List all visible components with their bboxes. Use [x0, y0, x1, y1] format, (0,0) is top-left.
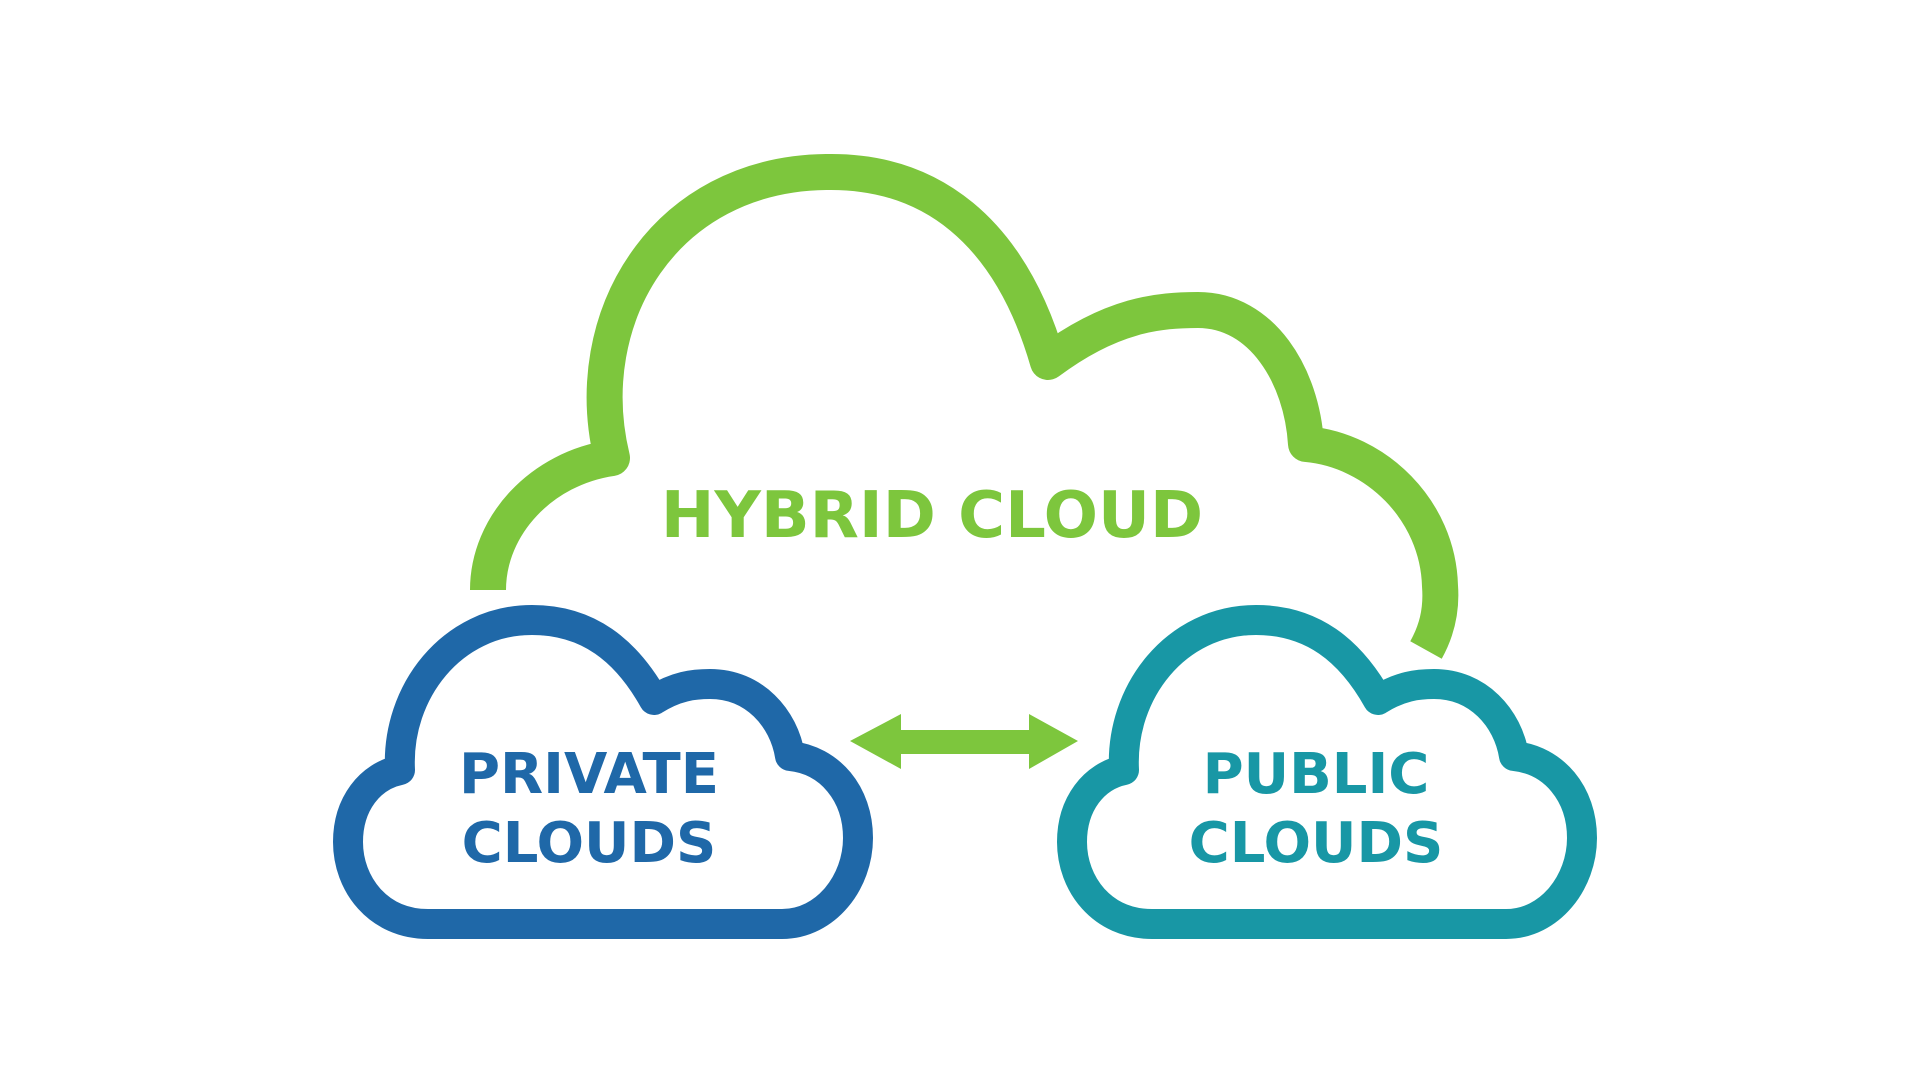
public-clouds-label-line1: PUBLIC — [1203, 742, 1430, 807]
double-arrow-icon — [850, 714, 1078, 769]
hybrid-cloud-outline — [470, 153, 1459, 659]
private-clouds-label-line2: CLOUDS — [462, 811, 717, 876]
private-cloud-outline — [333, 605, 873, 939]
public-clouds-label-line2: CLOUDS — [1189, 811, 1444, 876]
hybrid-cloud-label: HYBRID CLOUD — [661, 479, 1203, 553]
public-cloud-outline — [1057, 605, 1597, 939]
private-clouds-label-line1: PRIVATE — [459, 742, 719, 807]
